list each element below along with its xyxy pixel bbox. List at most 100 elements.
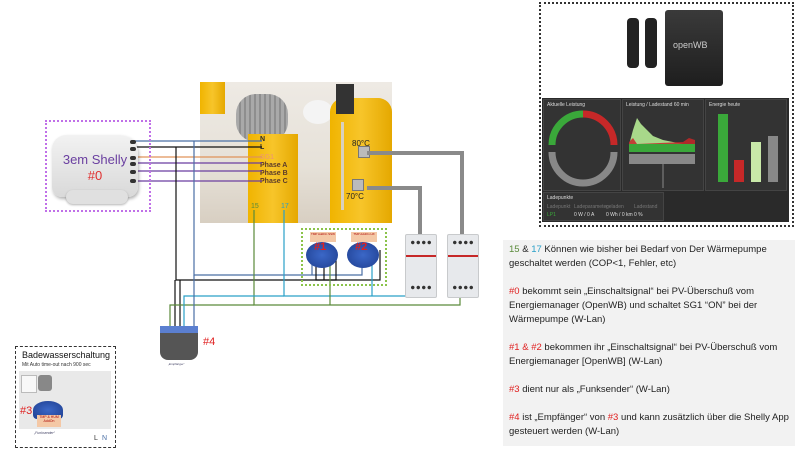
contactor-red-stripe	[406, 255, 436, 257]
info-p1-text: Können wie bisher bei Bedarf von Der Wär…	[509, 244, 767, 269]
relay-group	[301, 228, 387, 286]
shelly-4-terminals	[160, 326, 198, 333]
shelly-3-number: #3	[20, 405, 33, 417]
label-n: N	[260, 136, 266, 143]
info-17: 17	[531, 244, 542, 255]
shelly-3em-group	[45, 120, 151, 212]
contactor-red-stripe	[448, 255, 478, 257]
shelly-4-number: #4	[203, 336, 216, 348]
info-tag-1: #1	[509, 342, 520, 353]
gauge-red	[582, 110, 618, 146]
tank-controller	[336, 84, 354, 114]
contactor-terminals-top	[452, 240, 474, 245]
val-geladen: 0 Wh / 0 km	[606, 212, 633, 218]
panel-energie-heute: Energie heute	[705, 99, 787, 191]
terminal-1	[130, 140, 136, 144]
info-p4: #3 dient nur als „Funksender“ (W-Lan)	[509, 383, 789, 397]
info-tag-2: #2	[531, 342, 542, 353]
relay-2: TMP AddOn HX #2	[345, 232, 381, 274]
label-sg1: SG1	[260, 154, 275, 161]
terminal-2	[130, 147, 136, 151]
info-tag-3b: #3	[607, 412, 619, 423]
contactor-1	[405, 234, 437, 298]
terminal-3	[130, 156, 136, 160]
bar-house	[768, 136, 778, 182]
terminal-6	[130, 179, 136, 183]
col-geladen: geladen	[606, 204, 624, 210]
panel-title: Energie heute	[709, 102, 741, 108]
wire-17-to-s4	[183, 295, 284, 330]
label-terminal-15: 15	[251, 203, 259, 210]
shelly-3-device	[33, 401, 63, 419]
relay-disc	[347, 242, 379, 268]
panel-leistung-ladestand: Leistung / Ladestand 60 min	[622, 99, 704, 191]
wall-socket	[38, 375, 52, 391]
label-phase-c: Phase C	[260, 178, 288, 185]
terminal-4	[130, 162, 136, 166]
relay-number: #1	[314, 241, 327, 253]
bath-label-l: L	[94, 435, 98, 442]
label-terminal-17: 17	[281, 203, 289, 210]
contactor-terminals-bottom	[452, 285, 474, 290]
contactor-2	[447, 234, 479, 298]
relay-1: TMP AddOn SSW #1	[304, 232, 340, 274]
shelly-3em-foot	[66, 190, 128, 204]
info-amp: &	[519, 244, 532, 255]
info-p2: #0 bekommt sein „Einschaltsignal“ bei PV…	[509, 285, 789, 327]
info-p5-mid: ist „Empfänger“ von	[519, 412, 608, 423]
bar-pv	[718, 114, 728, 182]
info-tag-4: #4	[509, 412, 520, 423]
bath-circuit-photo: TMP & HUM AddOn	[19, 371, 111, 429]
val-ladepunkt: LP1	[547, 212, 556, 218]
charging-plug-2	[645, 18, 657, 68]
bath-title: Badewasserschaltung	[22, 350, 111, 360]
info-p5-text: und kann zusätzlich über die Shelly App …	[509, 412, 789, 437]
shelly-3em-label: 3em Shelly	[62, 152, 128, 167]
bar-export	[751, 142, 761, 182]
openwb-dashboard: Aktuelle Leistung Leistung / Ladestand 6…	[542, 98, 789, 222]
panel-title: Aktuelle Leistung	[547, 102, 586, 108]
col-ladeparameter: Ladeparameter	[574, 204, 608, 210]
info-p2-text: bekommt sein „Einschaltsignal“ bei PV-Üb…	[509, 286, 758, 325]
bath-label-n: N	[102, 435, 108, 442]
info-p3-text: bekommen ihr „Einschaltsignal“ bei PV-Üb…	[509, 342, 778, 367]
power-gauge	[548, 110, 618, 187]
panel-title: Leistung / Ladestand 60 min	[626, 102, 689, 108]
info-tag-3: #3	[509, 384, 520, 395]
label-phase-a: Phase A	[260, 162, 288, 169]
label-l: L	[260, 144, 265, 151]
col-ladestand: Ladestand	[634, 204, 658, 210]
info-15: 15	[509, 244, 520, 255]
info-p1: 15 & 17 Können wie bisher bei Bedarf von…	[509, 243, 789, 271]
sensor-70	[352, 179, 364, 191]
grid-area	[629, 138, 695, 144]
info-p3: #1 & #2 bekommen ihr „Einschaltsignal“ b…	[509, 341, 789, 369]
contactor-terminals-bottom	[410, 285, 432, 290]
val-ladeparameter: 0 W / 0 A	[574, 212, 595, 218]
shelly-3-tag: TMP & HUM AddOn	[37, 415, 61, 427]
house-area	[629, 144, 695, 152]
relay-tag: TMP AddOn HX	[351, 232, 377, 242]
tank-pipe	[341, 122, 344, 210]
expansion-vessel	[303, 100, 333, 124]
info-p4-text: dient nur als „Funksender“ (W-Lan)	[519, 384, 670, 395]
terminal-5	[130, 170, 136, 174]
shelly-3-caption: „Funksender“	[34, 431, 55, 435]
info-tag-0: #0	[509, 286, 520, 297]
bath-subtitle: Mit Auto time-out nach 900 sec	[22, 362, 91, 368]
wall-yellow-panel	[200, 82, 225, 114]
label-phase-b: Phase B	[260, 170, 288, 177]
openwb-wallbox: openWB	[665, 10, 723, 86]
pv-area	[629, 118, 695, 150]
panel-ladepunkte: Ladepunkte Ladepunkt Ladeparameter gelad…	[543, 192, 664, 221]
battery-area	[629, 154, 695, 164]
col-ladepunkt: Ladepunkt	[547, 204, 571, 210]
val-ladestand: 0 %	[634, 212, 643, 218]
gauge-grey	[548, 151, 618, 187]
shelly-3em-device	[52, 135, 138, 197]
charging-plug-1	[627, 18, 639, 68]
info-p5: #4 ist „Empfänger“ von #3 und kann zusät…	[509, 411, 789, 439]
power-history-chart	[629, 118, 695, 188]
bar-grid	[734, 160, 744, 182]
temp-lower: 70°C	[346, 192, 364, 201]
